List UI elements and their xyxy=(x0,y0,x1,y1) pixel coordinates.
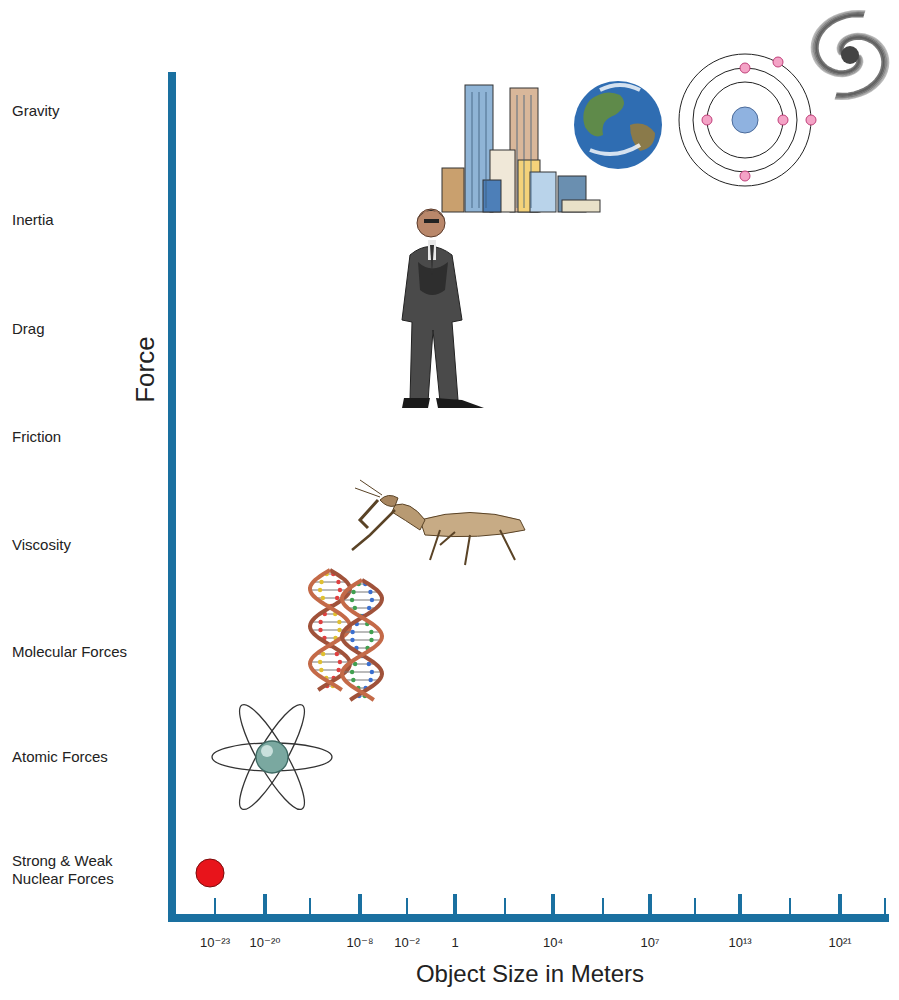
dna-base xyxy=(368,678,372,682)
dna-rung xyxy=(348,664,375,665)
dna-base xyxy=(336,668,340,672)
major-tick xyxy=(551,894,555,914)
force-label: Molecular Forces xyxy=(12,643,127,661)
dna-base xyxy=(337,628,341,632)
force-label: Inertia xyxy=(12,211,54,229)
force-label: Atomic Forces xyxy=(12,748,108,766)
dna-base xyxy=(338,660,342,664)
force-label: Drag xyxy=(12,320,45,338)
tick-label: 10⁻⁸ xyxy=(347,935,374,951)
mantis-icon xyxy=(352,480,525,565)
dna-rung xyxy=(316,654,343,655)
dna-rung xyxy=(342,600,382,601)
minor-tick xyxy=(884,898,886,914)
dna-base xyxy=(369,630,373,634)
dna-rung xyxy=(310,662,350,663)
dna-base xyxy=(318,628,322,632)
dna-base xyxy=(350,630,354,634)
dna-rung xyxy=(348,608,377,609)
tick-label: 10⁻²³ xyxy=(200,935,230,951)
city-icon xyxy=(442,85,600,212)
force-label: Strong & Weak Nuclear Forces xyxy=(12,852,137,888)
minor-tick xyxy=(602,898,604,914)
galaxy-arm xyxy=(835,35,887,98)
dna-base xyxy=(369,638,373,642)
solar-system-icon xyxy=(679,54,816,186)
dna-base xyxy=(370,670,374,674)
tick-label: 10⁻²⁰ xyxy=(250,935,281,951)
dna-rung xyxy=(345,592,379,593)
dna-base xyxy=(368,590,372,594)
minor-tick xyxy=(214,898,216,914)
tick-label: 10²¹ xyxy=(828,935,851,951)
dna-base xyxy=(367,606,371,610)
galaxy-icon xyxy=(811,11,888,100)
nucleus-icon xyxy=(196,859,224,887)
dna-base xyxy=(318,588,322,592)
minor-tick xyxy=(789,898,791,914)
dna-base xyxy=(337,620,341,624)
man-icon xyxy=(402,209,484,408)
galaxy-arm xyxy=(835,34,889,100)
dna-base xyxy=(351,590,355,594)
dna-base xyxy=(350,598,354,602)
tick-label: 1 xyxy=(451,935,458,951)
minor-tick xyxy=(694,898,696,914)
galaxy-arm xyxy=(836,36,886,97)
dna-rung xyxy=(345,680,380,681)
dna-base xyxy=(319,668,323,672)
axis-title: Force xyxy=(129,337,160,403)
dna-icon xyxy=(310,570,382,700)
major-tick xyxy=(263,894,267,914)
dna-base xyxy=(321,596,325,600)
minor-tick xyxy=(406,898,408,914)
major-tick xyxy=(738,894,742,914)
major-tick xyxy=(648,894,652,914)
dna-strand xyxy=(342,580,382,700)
tick-label: 10⁻² xyxy=(394,935,420,951)
major-tick xyxy=(453,894,457,914)
dna-base xyxy=(353,606,357,610)
dna-rung xyxy=(311,622,348,623)
dna-rung xyxy=(343,632,380,633)
galaxy-core xyxy=(841,46,859,64)
dna-base xyxy=(350,670,354,674)
axis-title: Object Size in Meters xyxy=(416,960,644,989)
dna-base xyxy=(319,580,323,584)
x-axis xyxy=(168,914,889,922)
dna-base xyxy=(350,638,354,642)
major-tick xyxy=(358,894,362,914)
dna-base xyxy=(318,620,322,624)
dna-rung xyxy=(342,672,382,673)
tick-label: 10⁷ xyxy=(640,935,659,951)
dna-strand xyxy=(342,580,382,700)
force-label: Friction xyxy=(12,428,61,446)
force-label: Viscosity xyxy=(12,536,71,554)
atom-icon xyxy=(212,698,332,816)
dna-base xyxy=(338,588,342,592)
dna-base xyxy=(335,596,339,600)
dna-base xyxy=(336,580,340,584)
dna-base xyxy=(370,598,374,602)
tick-label: 10¹³ xyxy=(728,935,751,951)
minor-tick xyxy=(309,898,311,914)
dna-base xyxy=(318,660,322,664)
dna-base xyxy=(351,678,355,682)
dna-rung xyxy=(343,640,381,641)
minor-tick xyxy=(504,898,506,914)
dna-rung xyxy=(313,582,347,583)
axis-ticks xyxy=(214,894,886,914)
tick-label: 10⁴ xyxy=(543,935,563,951)
major-tick xyxy=(838,894,842,914)
y-axis xyxy=(168,72,176,922)
force-label: Gravity xyxy=(12,102,60,120)
earth-icon xyxy=(574,81,662,169)
